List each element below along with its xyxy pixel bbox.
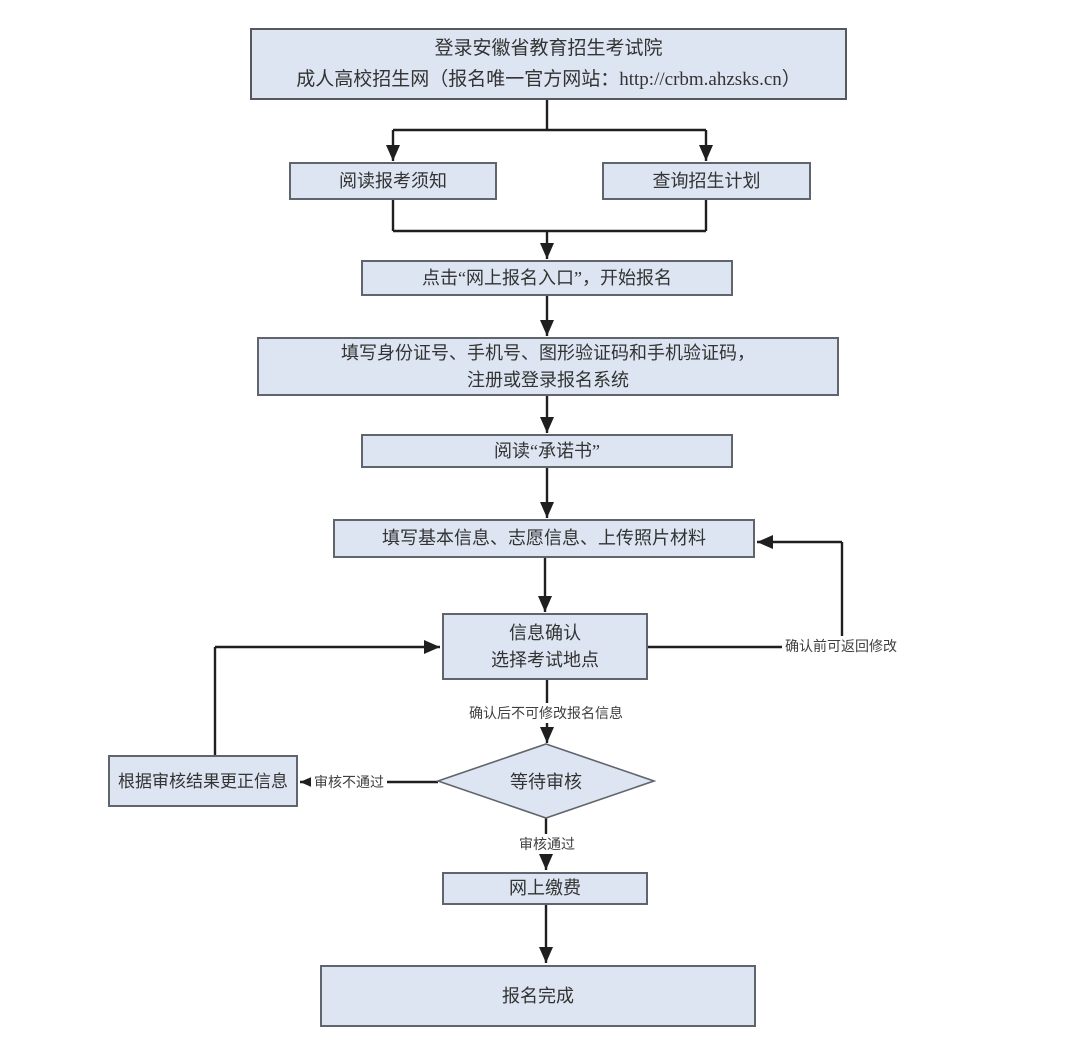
node-fill-info: 填写基本信息、志愿信息、上传照片材料 bbox=[333, 519, 755, 558]
edge-login-split bbox=[386, 100, 713, 161]
decision-diamond-shape bbox=[435, 743, 657, 819]
edge-label-before-confirm: 确认前可返回修改 bbox=[782, 636, 900, 656]
node-login-site: 登录安徽省教育招生考试院 成人高校招生网（报名唯一官方网站：http://crb… bbox=[250, 28, 847, 100]
node-query-plan: 查询招生计划 bbox=[602, 162, 811, 200]
node-read-notice: 阅读报考须知 bbox=[289, 162, 497, 200]
node-click-entry: 点击“网上报名入口”，开始报名 bbox=[361, 260, 733, 296]
edge-label-review-passed: 审核通过 bbox=[516, 834, 578, 854]
node-read-commitment: 阅读“承诺书” bbox=[361, 434, 733, 468]
node-complete: 报名完成 bbox=[320, 965, 756, 1027]
edge-label-after-confirm: 确认后不可修改报名信息 bbox=[466, 703, 626, 723]
node-correct-info: 根据审核结果更正信息 bbox=[108, 755, 298, 807]
node-register-login: 填写身份证号、手机号、图形验证码和手机验证码， 注册或登录报名系统 bbox=[257, 337, 839, 396]
node-wait-review: 等待审核 bbox=[510, 772, 582, 792]
node-confirm-info: 信息确认 选择考试地点 bbox=[442, 613, 648, 680]
edge-correct-back-to-confirm bbox=[213, 640, 440, 755]
edge-merge-to-entry bbox=[391, 200, 708, 259]
edge-label-review-failed: 审核不通过 bbox=[311, 772, 387, 792]
node-pay-online: 网上缴费 bbox=[442, 872, 648, 905]
